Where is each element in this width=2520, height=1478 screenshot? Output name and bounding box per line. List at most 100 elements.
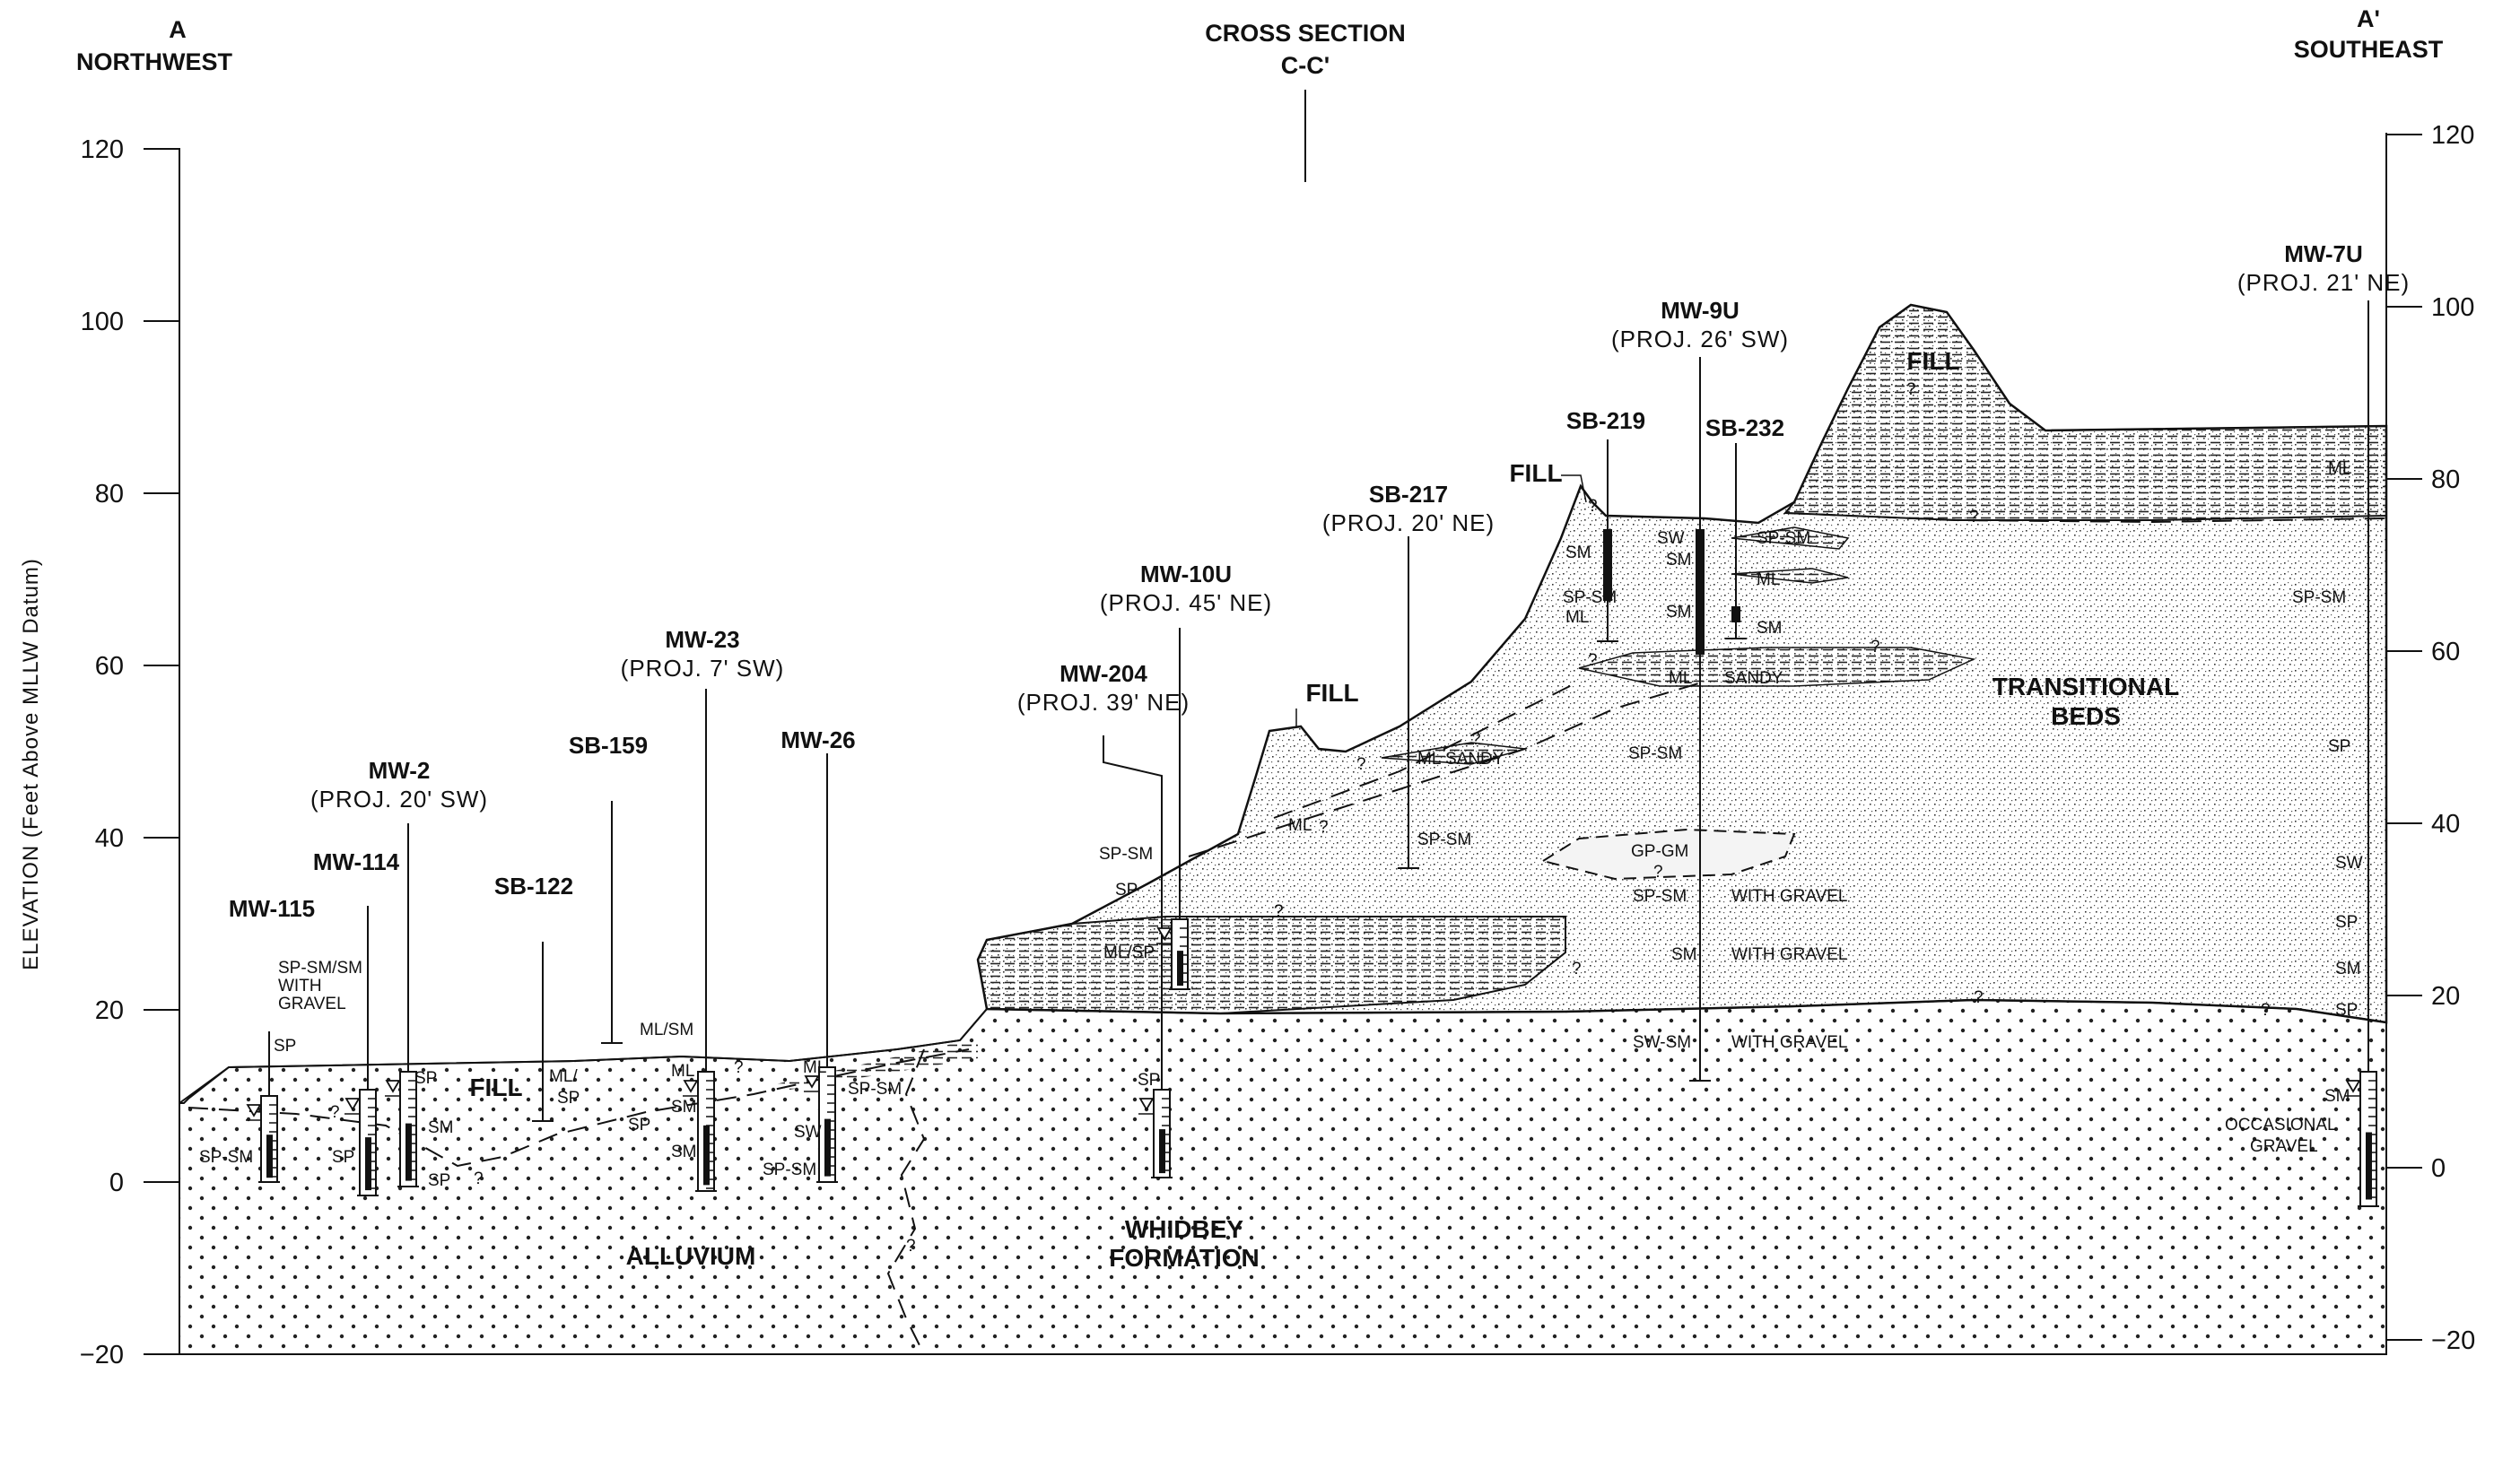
fill-label-mid: FILL bbox=[1305, 679, 1358, 707]
gp-gm-lens bbox=[1540, 828, 1796, 881]
lith-label: SW bbox=[794, 1123, 822, 1142]
question-mark: ? bbox=[1969, 508, 1979, 526]
well-name: SB-232 bbox=[1705, 414, 1784, 441]
screen-interval bbox=[405, 1123, 412, 1181]
question-mark: ? bbox=[1653, 863, 1663, 882]
fill-alluvium-contact bbox=[187, 1048, 970, 1168]
well-sb-122: SB-122 bbox=[494, 873, 573, 1122]
lith-label: ML SANDY bbox=[1417, 750, 1504, 769]
question-mark: ? bbox=[1870, 638, 1880, 656]
lith-label: SP-SM bbox=[1628, 744, 1682, 763]
question-mark: ? bbox=[1319, 818, 1329, 837]
right-direction: SOUTHEAST bbox=[2294, 36, 2444, 63]
lith-label: SM bbox=[1666, 551, 1692, 569]
water-level-icon bbox=[804, 1075, 820, 1089]
lith-label: SM bbox=[2324, 1087, 2350, 1106]
screen-interval bbox=[824, 1118, 831, 1177]
lith-label: SM bbox=[671, 1143, 697, 1161]
well-name: SB-217 bbox=[1369, 481, 1448, 508]
well-sb-232: SB-232 bbox=[1705, 414, 1784, 639]
well-projection: (PROJ. 7' SW) bbox=[621, 655, 785, 682]
lith-label: ML/ bbox=[549, 1067, 578, 1086]
lith-label: SP bbox=[628, 1116, 650, 1135]
water-level-icon bbox=[1156, 927, 1173, 941]
well-mw-26: MW-26 bbox=[780, 726, 856, 1183]
ml-lens-mw9u bbox=[1578, 647, 1976, 687]
question-mark: ? bbox=[330, 1103, 340, 1122]
well-name: MW-9U bbox=[1661, 297, 1740, 324]
left-letter: A bbox=[169, 16, 187, 43]
alluvium-whidbey-contact bbox=[886, 1048, 926, 1355]
fill-label-crest: FILL bbox=[1906, 347, 1959, 375]
left-tick-label: 120 bbox=[81, 135, 124, 164]
water-level-icon bbox=[344, 1098, 361, 1111]
water-level-icon bbox=[1138, 1098, 1155, 1111]
well-mw-23: MW-23(PROJ. 7' SW) bbox=[621, 626, 785, 1192]
lith-label: GP-GM bbox=[1631, 842, 1688, 861]
well-mw-2: MW-2(PROJ. 20' SW) bbox=[310, 757, 488, 1187]
lith-label: SP bbox=[1115, 881, 1138, 900]
question-mark: ? bbox=[474, 1169, 484, 1188]
whidbey-alluvium-body bbox=[179, 998, 2387, 1355]
lith-label: WITH GRAVEL bbox=[1731, 887, 1848, 906]
well-name: MW-7U bbox=[2284, 240, 2363, 267]
center-section: C-C' bbox=[1281, 52, 1330, 79]
fill-crest bbox=[1783, 303, 2387, 521]
lith-label: SP bbox=[2335, 1001, 2358, 1020]
geologic-units bbox=[179, 303, 2388, 1355]
ml-lens-sb232 bbox=[1731, 526, 1850, 550]
well-projection: (PROJ. 20' SW) bbox=[310, 786, 488, 813]
lith-label: SP bbox=[557, 1089, 580, 1108]
well-name: MW-23 bbox=[665, 626, 739, 653]
well-stick bbox=[1103, 735, 1163, 1178]
question-mark: ? bbox=[1274, 902, 1284, 921]
question-mark: ? bbox=[734, 1058, 744, 1077]
question-mark: ? bbox=[1274, 902, 1284, 921]
well-mw-10u: MW-10U(PROJ. 45' NE) bbox=[1100, 561, 1271, 990]
water-level-icon bbox=[2345, 1080, 2361, 1093]
left-tick-label: 100 bbox=[81, 308, 124, 336]
lith-label: SP-SM/SM bbox=[278, 959, 362, 978]
lithology-labels: SP-SM/SM WITH GRAVEL SP SP-SM SP SP SM S… bbox=[199, 459, 2363, 1190]
well-sb-159: SB-159 bbox=[569, 732, 648, 1044]
lith-label: SM bbox=[1666, 603, 1692, 622]
well-mw-7u: MW-7U(PROJ. 21' NE) bbox=[2237, 240, 2409, 1207]
question-mark: ? bbox=[1974, 988, 1984, 1007]
question-mark: ? bbox=[1588, 651, 1598, 670]
question-mark: ? bbox=[1572, 960, 1582, 978]
lith-label: SM bbox=[1757, 619, 1783, 638]
lith-label: SP-SM bbox=[1417, 830, 1471, 849]
transitional-label-2: BEDS bbox=[2051, 702, 2121, 730]
well-name: MW-204 bbox=[1059, 660, 1147, 687]
screen-interval bbox=[1177, 951, 1183, 987]
well-name: SB-159 bbox=[569, 732, 648, 759]
lith-label: ML bbox=[2328, 459, 2351, 478]
left-tick-label: 20 bbox=[95, 996, 124, 1025]
lith-label: GRAVEL bbox=[2250, 1137, 2318, 1156]
right-tick-label: 60 bbox=[2431, 638, 2460, 666]
lith-label: SP bbox=[274, 1037, 296, 1056]
lith-label: SP bbox=[332, 1148, 354, 1167]
well-mw-115: MW-115 bbox=[229, 895, 315, 1183]
lith-label: SP-SM bbox=[848, 1080, 902, 1099]
sample-interval bbox=[1696, 529, 1705, 655]
lith-label: ML bbox=[1565, 608, 1589, 627]
well-name: SB-219 bbox=[1566, 407, 1645, 434]
lith-label: ML/SM bbox=[640, 1021, 693, 1039]
ml-sandy-contact bbox=[1273, 681, 1580, 819]
center-title: CROSS SECTION bbox=[1205, 20, 1406, 47]
sp-sm-contact bbox=[1188, 681, 1705, 857]
contact-lines bbox=[179, 512, 2387, 1355]
right-tick-label: 80 bbox=[2431, 465, 2460, 494]
well-name: MW-114 bbox=[313, 848, 400, 875]
question-mark: ? bbox=[1588, 497, 1598, 516]
right-tick-label: 20 bbox=[2431, 982, 2460, 1011]
fill-label-sb219: FILL bbox=[1509, 459, 1562, 487]
sample-interval bbox=[1731, 606, 1740, 622]
transitional-label-1: TRANSITIONAL bbox=[1992, 673, 2179, 700]
lith-label: SP bbox=[2335, 913, 2358, 932]
well-name: MW-115 bbox=[229, 895, 315, 922]
well-name: MW-10U bbox=[1140, 561, 1232, 587]
